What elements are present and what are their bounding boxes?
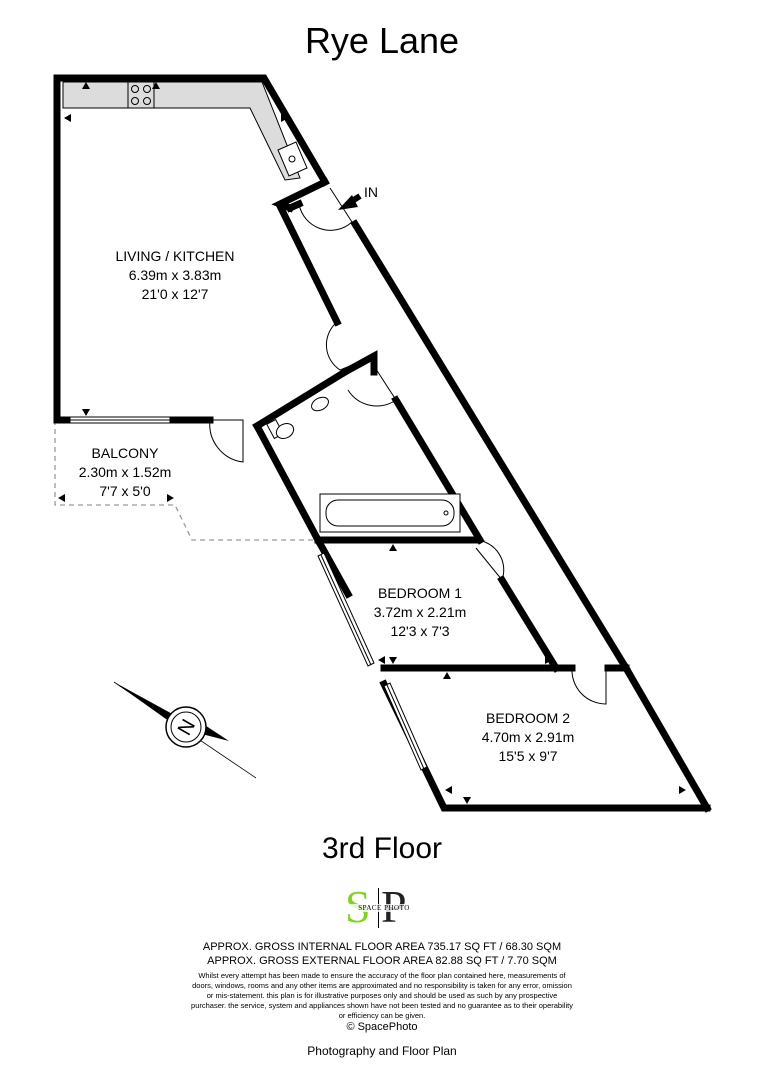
entrance-arrow-icon	[338, 193, 362, 210]
room-imperial: 21'0 x 12'7	[141, 286, 209, 302]
room-label-bedroom-1: BEDROOM 1 3.72m x 2.21m 12'3 x 7'3	[360, 584, 480, 641]
spacephoto-logo: S P SPACE PHOTO	[337, 884, 427, 932]
room-name: LIVING / KITCHEN	[115, 248, 235, 264]
room-name: BEDROOM 1	[377, 585, 462, 601]
bathtub-icon	[319, 493, 461, 533]
logo-wordmark: SPACE PHOTO	[341, 904, 427, 912]
room-label-bedroom-2: BEDROOM 2 4.70m x 2.91m 15'5 x 9'7	[468, 709, 588, 766]
entrance-label: IN	[364, 184, 378, 200]
floor-label: 3rd Floor	[321, 832, 443, 865]
windows	[69, 416, 428, 771]
walls	[53, 74, 712, 813]
basin-icon	[311, 396, 329, 412]
room-metric: 6.39m x 3.83m	[128, 267, 222, 283]
kitchen-sink-icon	[277, 141, 308, 177]
room-imperial: 12'3 x 7'3	[390, 623, 450, 639]
room-metric: 2.30m x 1.52m	[78, 464, 172, 480]
hob-icon	[127, 81, 155, 109]
room-label-living-kitchen: LIVING / KITCHEN 6.39m x 3.83m 21'0 x 12…	[85, 247, 265, 304]
credit-line: Photography and Floor Plan	[307, 1044, 457, 1058]
balcony-outline	[54, 420, 318, 541]
room-name: BALCONY	[91, 445, 159, 461]
room-label-balcony: BALCONY 2.30m x 1.52m 7'7 x 5'0	[60, 444, 190, 501]
compass-icon: N	[113, 681, 257, 779]
gross-internal-area: APPROX. GROSS INTERNAL FLOOR AREA 735.17…	[202, 941, 562, 953]
gross-external-area: APPROX. GROSS EXTERNAL FLOOR AREA 82.88 …	[207, 955, 557, 967]
page-title: Rye Lane	[304, 20, 460, 61]
room-metric: 3.72m x 2.21m	[373, 604, 467, 620]
room-imperial: 7'7 x 5'0	[99, 483, 151, 499]
room-name: BEDROOM 2	[485, 710, 570, 726]
kitchen-worktop	[62, 81, 301, 181]
disclaimer-text: Whilst every attempt has been made to en…	[191, 971, 573, 1020]
toilet-icon	[266, 418, 295, 440]
room-imperial: 15'5 x 9'7	[498, 748, 558, 764]
room-metric: 4.70m x 2.91m	[481, 729, 575, 745]
dimension-arrows	[58, 82, 686, 804]
copyright-notice: © SpacePhoto	[346, 1021, 418, 1033]
doors	[209, 187, 607, 705]
